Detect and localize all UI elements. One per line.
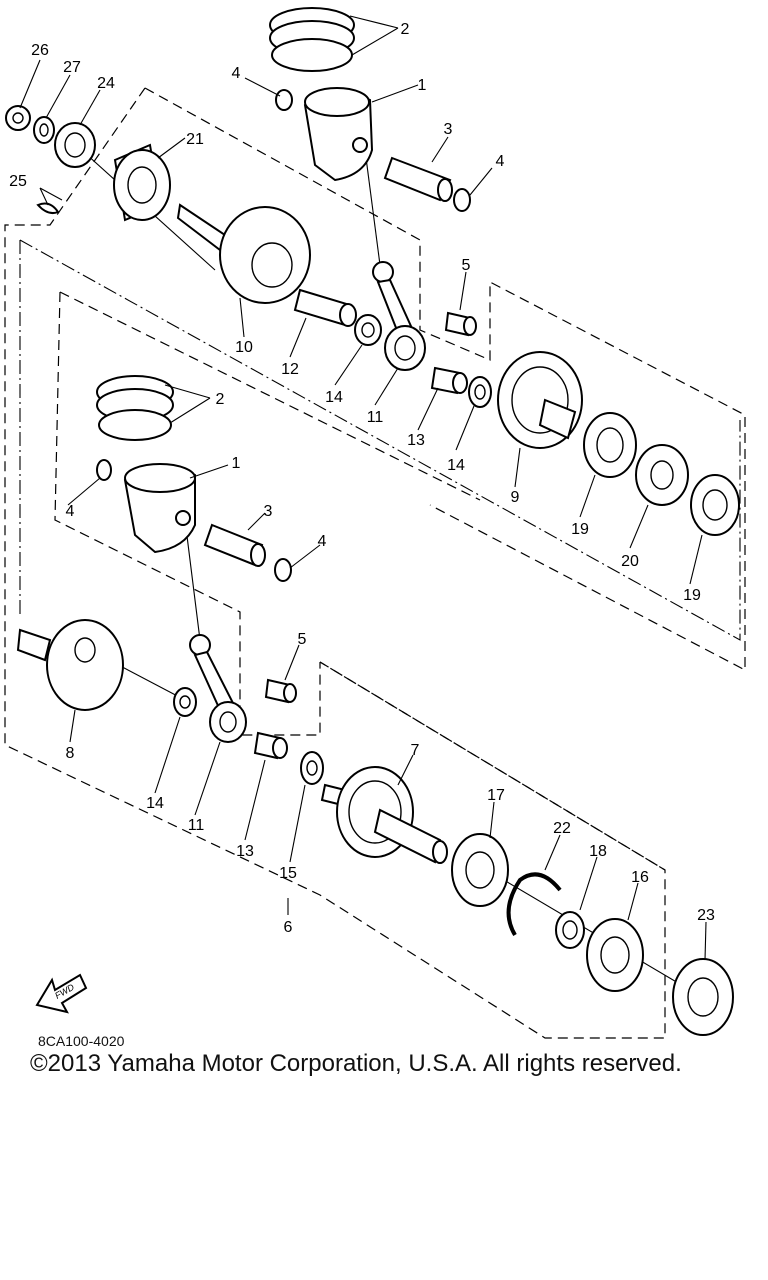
circlip-22 [506,872,562,937]
oil-seal-23 [672,958,734,1036]
callout-13a: 13 [407,432,425,449]
bearing-16 [586,918,644,992]
callout-19a: 19 [571,521,589,538]
callout-5a: 5 [462,257,471,274]
callout-22: 22 [553,820,571,837]
crank-9 [497,351,583,449]
callout-10: 10 [235,339,253,356]
leader-lines [19,15,707,961]
drawing-code: 8CA100-4020 [38,1033,125,1049]
bearing-17 [451,833,509,907]
copyright-notice: ©2013 Yamaha Motor Corporation, U.S.A. A… [30,1050,682,1077]
callout-27: 27 [63,59,81,76]
bearing-21 [113,143,171,222]
callout-4a: 4 [232,65,241,82]
exploded-parts-diagram: FWD [4,7,746,1039]
crank-pin-12 [293,288,357,327]
bearing-19a [583,412,637,478]
con-rod-lower [189,634,247,743]
bearing-19b [690,474,740,536]
washer [33,116,55,144]
assembly-boundaries [4,87,746,1039]
bearing-13-upper [430,366,468,395]
fwd-arrow-icon: FWD [35,973,88,1014]
circlip-lower-right [274,558,292,582]
bearing-5-lower [264,678,297,704]
callout-4d: 4 [318,533,327,550]
callout-17: 17 [487,787,505,804]
callout-9: 9 [511,489,520,506]
washer-14 [354,314,382,346]
callout-25: 25 [9,173,27,190]
callout-18: 18 [589,843,607,860]
callout-2a: 2 [401,21,410,38]
callout-11a: 11 [367,409,384,426]
callout-26: 26 [31,42,49,59]
callout-2b: 2 [216,391,225,408]
callout-14b: 14 [447,457,465,474]
callout-6: 6 [284,919,293,936]
washer-14b [468,376,492,408]
callout-4b: 4 [496,153,505,170]
callout-23: 23 [697,907,715,924]
callout-1b: 1 [232,455,241,472]
callout-13b: 13 [236,843,254,860]
circlip-upper-left [275,89,293,111]
bearing-13-lower [253,731,288,760]
crank-8 [16,619,124,711]
nut [5,105,31,131]
callout-12: 12 [281,361,299,378]
gear-20 [635,444,689,506]
circlip-upper-right [453,188,471,212]
piston-rings-upper [269,7,355,72]
piston-lower [123,463,196,554]
woodruff-key [36,202,60,215]
callout-21: 21 [186,131,204,148]
oil-seal-left [54,122,96,168]
washer-15 [300,751,324,785]
washer-14c [173,687,197,717]
callout-24: 24 [97,75,115,92]
callout-7: 7 [411,742,420,759]
callout-20: 20 [621,553,639,570]
crank-7 [320,766,448,864]
piston-upper [303,87,374,182]
callout-14a: 14 [325,389,343,406]
piston-pin-upper [383,156,453,202]
callout-8: 8 [66,745,75,762]
callout-16: 16 [631,869,649,886]
callout-11b: 11 [188,817,205,834]
piston-pin-lower [203,523,266,567]
callout-19b: 19 [683,587,701,604]
con-rod-upper [372,261,426,371]
circlip-lower-left [96,459,112,481]
callout-3a: 3 [444,121,453,138]
washer-18 [555,911,585,949]
piston-rings-lower [96,375,174,441]
callout-15: 15 [279,865,297,882]
callout-14c: 14 [146,795,164,812]
callout-labels: 26 27 24 21 25 4 2 1 3 4 5 10 12 14 11 1… [9,21,715,936]
bearing-5-upper [444,311,477,337]
callout-4c: 4 [66,503,75,520]
callout-3b: 3 [264,503,273,520]
crank-left-10 [176,203,311,304]
callout-5b: 5 [298,631,307,648]
callout-1a: 1 [418,77,427,94]
